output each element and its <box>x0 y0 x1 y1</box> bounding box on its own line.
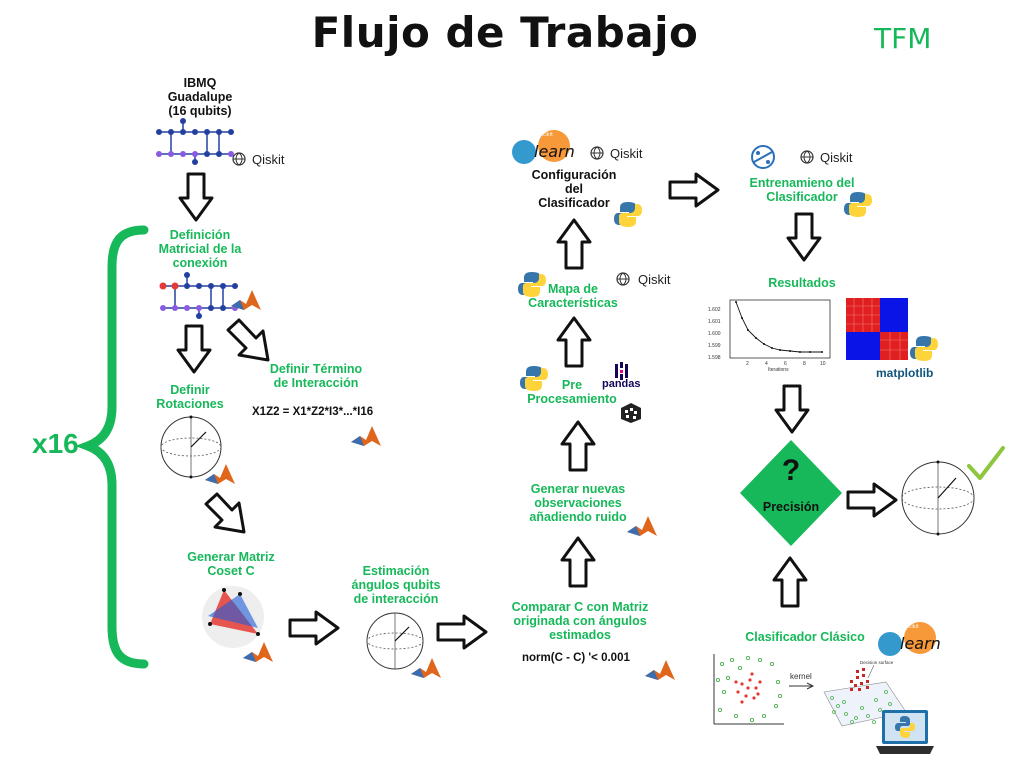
coset-polytope-diagram <box>202 586 264 648</box>
plot-ytick: 1.599 <box>708 343 721 349</box>
step-coset-matrix: Generar Matriz Coset C <box>187 550 275 578</box>
plot-xtick: 6 <box>784 361 787 367</box>
qiskit-label: Qiskit <box>820 150 853 165</box>
numpy-icon <box>621 403 641 423</box>
check-icon <box>967 446 1005 480</box>
qiskit-ml-icon <box>751 145 775 169</box>
pandas-label: pandas <box>602 378 641 390</box>
arrow-up-icon <box>556 218 592 270</box>
arrow-right-icon <box>288 610 340 646</box>
arrow-down-icon <box>786 212 822 262</box>
arrow-diagonal-icon <box>204 492 246 534</box>
sklearn-logo: scikit learn <box>878 622 941 656</box>
laptop-python-icon <box>876 710 934 754</box>
interaction-formula: X1Z2 = X1*Z2*I3*...*I16 <box>252 406 374 418</box>
matlab-icon <box>351 426 381 446</box>
matlab-icon <box>205 464 235 484</box>
python-icon <box>614 202 642 227</box>
decision-diamond <box>740 440 842 546</box>
arrow-down-icon <box>176 324 212 374</box>
pandas-icon <box>615 362 628 380</box>
qiskit-icon <box>800 150 814 164</box>
qiskit-label: Qiskit <box>638 272 671 287</box>
kernel-matrix-heatmap <box>846 298 908 360</box>
bloch-sphere-diagram <box>901 460 975 536</box>
repeat-brace <box>75 225 149 669</box>
arrow-right-icon <box>846 482 898 518</box>
scatter-data-plot <box>713 654 784 725</box>
kernel-arrow-icon <box>789 682 815 690</box>
python-icon <box>910 336 938 361</box>
matlab-icon <box>243 642 273 662</box>
arrow-up-icon <box>556 316 592 368</box>
plot-ytick: 1.600 <box>708 331 721 337</box>
plot-xtick: 2 <box>746 361 749 367</box>
plot-xtick: 4 <box>765 361 768 367</box>
step-define-rotations: Definir Rotaciones <box>156 383 224 411</box>
arrow-up-icon <box>772 556 808 608</box>
qiskit-label: Qiskit <box>610 146 643 161</box>
step-matrix-definition: Definición Matricial de la conexión <box>158 228 242 270</box>
sklearn-scikit-text: scikit <box>906 624 919 630</box>
matlab-icon <box>645 660 675 680</box>
step-interaction-term: Definir Término de Interacción <box>269 362 363 390</box>
step-noise-observations: Generar nuevas observaciones añadiendo r… <box>529 482 627 524</box>
qiskit-icon <box>232 152 246 166</box>
arrow-diagonal-icon <box>226 318 270 362</box>
plot-ytick: 1.602 <box>708 307 721 313</box>
device-label: IBMQ Guadalupe (16 qubits) <box>167 76 233 118</box>
matlab-icon <box>411 658 441 678</box>
matlab-icon <box>627 516 657 536</box>
python-icon <box>520 366 548 391</box>
plot-xtick: 8 <box>803 361 806 367</box>
sklearn-learn-text: learn <box>900 634 941 653</box>
matplotlib-label: matplotlib <box>876 366 934 380</box>
arrow-down-icon <box>774 384 810 434</box>
sklearn-learn-text: learn <box>534 142 575 161</box>
qubit-topology-diagram <box>156 118 234 165</box>
sklearn-logo: scikit learn <box>512 130 575 164</box>
qiskit-label: Qiskit <box>252 152 285 167</box>
python-icon <box>844 192 872 217</box>
decision-surface-label: Decision surface <box>860 660 894 665</box>
tfm-label: TFM <box>874 22 932 55</box>
plot-xtick: 10 <box>820 361 826 367</box>
step-classical-classifier: Clasificador Clásico <box>745 630 865 644</box>
step-feature-map: Mapa de Características <box>528 282 618 310</box>
plot-ytick: 1.598 <box>708 355 721 361</box>
norm-formula: norm(C - C) '< 0.001 <box>522 652 630 664</box>
arrow-up-icon <box>560 536 596 588</box>
plot-ytick: 1.601 <box>708 319 721 325</box>
arrow-up-icon <box>560 420 596 472</box>
results-label: Resultados <box>768 276 836 290</box>
qiskit-icon <box>616 272 630 286</box>
arrow-right-icon <box>668 172 720 208</box>
qubit-topology-highlight-diagram <box>159 272 238 319</box>
step-compare-matrix: Comparar C con Matriz originada con ángu… <box>511 600 649 642</box>
kernel-label: kernel <box>790 672 812 681</box>
page-title: Flujo de Trabajo <box>311 8 699 57</box>
step-angle-estimation: Estimación ángulos qubits de interacción <box>351 564 441 606</box>
arrow-down-icon <box>178 172 214 222</box>
python-icon <box>518 272 546 297</box>
sklearn-scikit-text: scikit <box>540 132 553 138</box>
step-preprocessing: Pre Procesamiento <box>527 378 617 406</box>
qiskit-icon <box>590 146 604 160</box>
step-configure-classifier: Configuración del Clasificador <box>531 168 617 210</box>
bloch-sphere-diagram <box>366 612 424 670</box>
step-train-classifier: Entrenamieno del Clasificador <box>749 176 855 204</box>
loss-curve-plot: 1.602 1.601 1.600 1.599 1.598 2 4 6 8 10… <box>708 299 831 373</box>
matlab-icon <box>231 290 261 310</box>
arrow-right-icon <box>436 614 488 650</box>
repeat-label: x16 <box>32 428 79 459</box>
decision-label: Precisión <box>762 500 820 514</box>
bloch-sphere-diagram <box>160 415 222 479</box>
plot-xlabel: Iterations <box>768 367 789 373</box>
decision-question-mark: ? <box>781 454 801 487</box>
